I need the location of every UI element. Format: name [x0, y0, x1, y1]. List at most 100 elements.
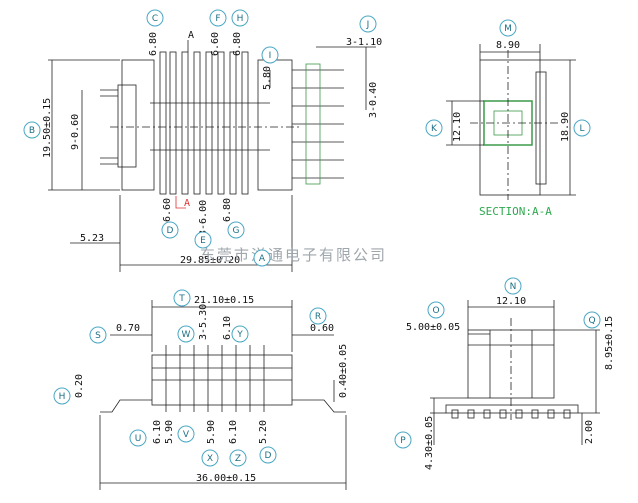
- dim-21-10: 21.10±0.15: [194, 295, 254, 306]
- balloon-v: V: [177, 425, 195, 443]
- balloon-circle: [504, 277, 522, 295]
- dim-0-40: 0.40±0.05: [338, 344, 349, 398]
- balloon-letter: I: [269, 51, 272, 61]
- balloon-letter: H: [59, 392, 66, 402]
- balloon-o: O: [427, 301, 445, 319]
- dim-18-90: 18.90: [560, 112, 571, 142]
- balloon-letter: J: [366, 20, 370, 30]
- dim-5-90-a: 5.90: [164, 420, 175, 444]
- balloon-letter: N: [510, 282, 517, 292]
- balloon-letter: M: [504, 24, 512, 34]
- balloon-letter: Z: [235, 454, 241, 464]
- left-flange: [121, 59, 155, 191]
- dim-29-85: 29.85±0.20: [180, 255, 240, 266]
- dim-4-30: 4.30±0.05: [424, 416, 435, 470]
- dim-6-60-b: 6.60: [162, 198, 173, 222]
- balloon-circle: [261, 46, 279, 64]
- balloon-letter: E: [200, 236, 206, 246]
- balloon-q: Q: [583, 311, 601, 329]
- balloon-circle: [425, 119, 443, 137]
- dim-6-80-c: 6.80: [222, 198, 233, 222]
- dim-5-20: 5.20: [258, 420, 269, 444]
- balloon-letter: W: [182, 330, 191, 340]
- balloon-letter: X: [207, 454, 213, 464]
- balloon-letter: O: [432, 306, 439, 316]
- balloon-l: L: [573, 119, 591, 137]
- balloon-b: B: [23, 121, 41, 139]
- balloon-letter: L: [579, 124, 584, 134]
- side-view: [430, 300, 600, 445]
- balloon-circle: [177, 425, 195, 443]
- balloon-circle: [209, 9, 227, 27]
- dim-6-80-b: 6.80: [232, 32, 243, 56]
- balloon-circle: [259, 446, 277, 464]
- balloon-circle: [583, 311, 601, 329]
- balloon-circle: [227, 221, 245, 239]
- right-lead: [292, 399, 346, 413]
- balloon-g: G: [227, 221, 245, 239]
- dim-3-5-30: 3-5.30: [198, 304, 209, 340]
- side-pins: [451, 409, 571, 419]
- balloon-letter: V: [183, 430, 190, 440]
- dim-9-0-60: 9-0.60: [70, 114, 81, 150]
- balloon-circle: [394, 431, 412, 449]
- right-pins: [292, 69, 344, 179]
- balloon-circle: [231, 325, 249, 343]
- balloon-circle: [89, 326, 107, 344]
- dim-0-70: 0.70: [116, 323, 140, 334]
- section-outline: [479, 59, 541, 196]
- balloon-circle: [427, 301, 445, 319]
- balloon-circle: [359, 15, 377, 33]
- balloon-circle: [177, 325, 195, 343]
- balloon-d: D: [161, 221, 179, 239]
- balloon-e: E: [194, 231, 212, 249]
- top-view: [48, 40, 376, 272]
- balloon-letter: B: [29, 126, 35, 136]
- balloon-circle: [229, 449, 247, 467]
- balloon-m: M: [499, 19, 517, 37]
- balloon-letter: P: [400, 436, 406, 446]
- balloon-circle: [129, 429, 147, 447]
- section-mark-a-bottom: A: [184, 198, 190, 209]
- dim-3-0-40: 3-0.40: [368, 82, 379, 118]
- balloon-letter: U: [135, 434, 142, 444]
- balloon-letter: D: [265, 451, 272, 461]
- dim-0-60: 0.60: [310, 323, 334, 334]
- dim-19-50: 19.50±0.15: [42, 98, 53, 158]
- section-mark-a-top: A: [188, 30, 194, 41]
- left-lead: [100, 399, 152, 413]
- balloon-z: Z: [229, 449, 247, 467]
- balloon-letter: A: [259, 254, 266, 264]
- balloon-i: I: [261, 46, 279, 64]
- core-fins: [159, 51, 249, 195]
- dim-5-00: 5.00±0.05: [406, 322, 460, 333]
- balloon-circle: [146, 9, 164, 27]
- balloon-h: H: [231, 9, 249, 27]
- balloon-letter: T: [178, 294, 185, 304]
- balloon-circle: [499, 19, 517, 37]
- dim-5-80: 5.80: [262, 66, 273, 90]
- balloon-y: Y: [231, 325, 249, 343]
- dim-12-10-section: 12.10: [452, 112, 463, 142]
- watermark: 东莞市洋通电子有限公司: [200, 246, 387, 264]
- balloon-letter: Y: [236, 330, 243, 340]
- balloon-letter: C: [152, 14, 158, 24]
- dim-0-20: 0.20: [74, 374, 85, 398]
- balloon-u: U: [129, 429, 147, 447]
- dim-12-10-side: 12.10: [496, 296, 526, 307]
- balloon-letter: F: [215, 14, 220, 24]
- balloon-letter: R: [315, 312, 321, 322]
- balloon-p: P: [394, 431, 412, 449]
- dim-6-10-a: 6.10: [222, 316, 233, 340]
- balloon-circle: [573, 119, 591, 137]
- balloon-w: W: [177, 325, 195, 343]
- balloon-circle: [253, 249, 271, 267]
- balloon-k: K: [425, 119, 443, 137]
- balloon-letter: K: [431, 124, 438, 134]
- balloon-letter: Q: [588, 316, 595, 326]
- front-view: [99, 300, 347, 490]
- section-label: SECTION:A-A: [479, 205, 552, 218]
- side-base: [445, 404, 579, 414]
